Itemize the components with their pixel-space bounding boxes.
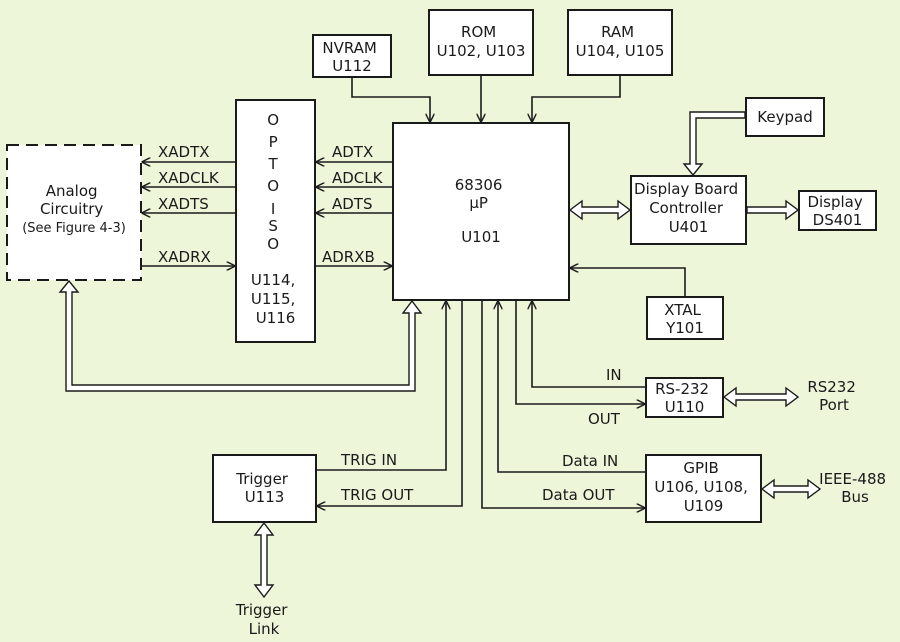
display-label: Display DS401 — [807, 193, 867, 229]
rs232-block: RS-232 U110 — [645, 377, 724, 418]
analog-circuitry-block: Analog Circuitry (See Figure 4-3) — [6, 144, 142, 281]
gpib-data-out-arrow — [481, 300, 645, 508]
trig-in-label: TRIG IN — [340, 451, 397, 469]
rom-label: ROM U102, U103 — [437, 23, 526, 60]
xadts-label: XADTS — [158, 195, 209, 213]
trig-in-arrow — [317, 301, 446, 471]
gpib-data-in-arrow — [498, 301, 645, 473]
ram-to-cpu-arrow — [532, 75, 621, 122]
controller-display-bus — [746, 199, 800, 221]
xadclk-label: XADCLK — [158, 169, 220, 187]
adts-label: ADTS — [332, 195, 373, 213]
opto-iso-label: O P T O I S O U114, U115, U116 — [251, 111, 300, 327]
opto-iso-block: O P T O I S O U114, U115, U116 — [235, 99, 316, 343]
rs232-port-label: RS232 Port — [807, 378, 860, 414]
xadtx-label: XADTX — [158, 143, 210, 161]
xtal-block: XTAL Y101 — [646, 296, 724, 340]
rs232-label: RS-232 U110 — [655, 380, 714, 416]
gpib-block: GPIB U106, U108, U109 — [645, 454, 762, 523]
gpib-data-out-label: Data OUT — [542, 486, 615, 504]
trigger-block: Trigger U113 — [212, 454, 317, 523]
analog-cpu-bus — [58, 279, 423, 392]
ieee-488-bus — [760, 478, 822, 500]
rs232-port-bus — [722, 386, 800, 408]
adclk-label: ADCLK — [332, 169, 384, 187]
display-controller-label: Display Board Controller U401 — [634, 180, 743, 236]
ieee-488-bus-label: IEEE-488 Bus — [819, 470, 891, 506]
rs232-in-arrow — [532, 301, 645, 388]
display-controller-block: Display Board Controller U401 — [630, 175, 747, 245]
ram-block: RAM U104, U105 — [567, 9, 673, 76]
adrxb-label: ADRXB — [322, 248, 375, 266]
analog-circuitry-label: Analog Circuitry (See Figure 4-3) — [22, 182, 126, 236]
rom-block: ROM U102, U103 — [428, 9, 534, 76]
xtal-to-cpu-arrow — [570, 268, 686, 297]
gpib-label: GPIB U106, U108, U109 — [654, 459, 752, 515]
ram-label: RAM U104, U105 — [576, 23, 665, 60]
rs232-in-label: IN — [606, 366, 622, 384]
xadrx-label: XADRX — [158, 248, 211, 266]
trigger-link-label: Trigger Link — [235, 601, 293, 638]
trig-out-label: TRIG OUT — [340, 486, 414, 504]
nvram-label: NVRAM U112 — [322, 39, 381, 75]
trig-out-arrow — [317, 300, 463, 506]
keypad-label: Keypad — [757, 108, 812, 126]
adtx-label: ADTX — [332, 143, 373, 161]
display-block: Display DS401 — [798, 190, 877, 231]
trigger-link-bus — [253, 521, 275, 599]
nvram-block: NVRAM U112 — [312, 34, 392, 78]
cpu-block: 68306 µP U101 — [392, 122, 570, 301]
cpu-controller-bus — [568, 199, 632, 221]
keypad-block: Keypad — [745, 97, 825, 137]
gpib-data-in-label: Data IN — [562, 452, 618, 470]
xtal-label: XTAL Y101 — [664, 301, 705, 337]
rs232-out-arrow — [515, 300, 645, 404]
keypad-controller-bus — [682, 111, 746, 177]
trigger-label: Trigger U113 — [235, 470, 293, 506]
nvram-to-cpu-arrow — [351, 77, 430, 122]
rs232-out-label: OUT — [588, 410, 621, 428]
cpu-label: 68306 µP U101 — [455, 176, 508, 246]
